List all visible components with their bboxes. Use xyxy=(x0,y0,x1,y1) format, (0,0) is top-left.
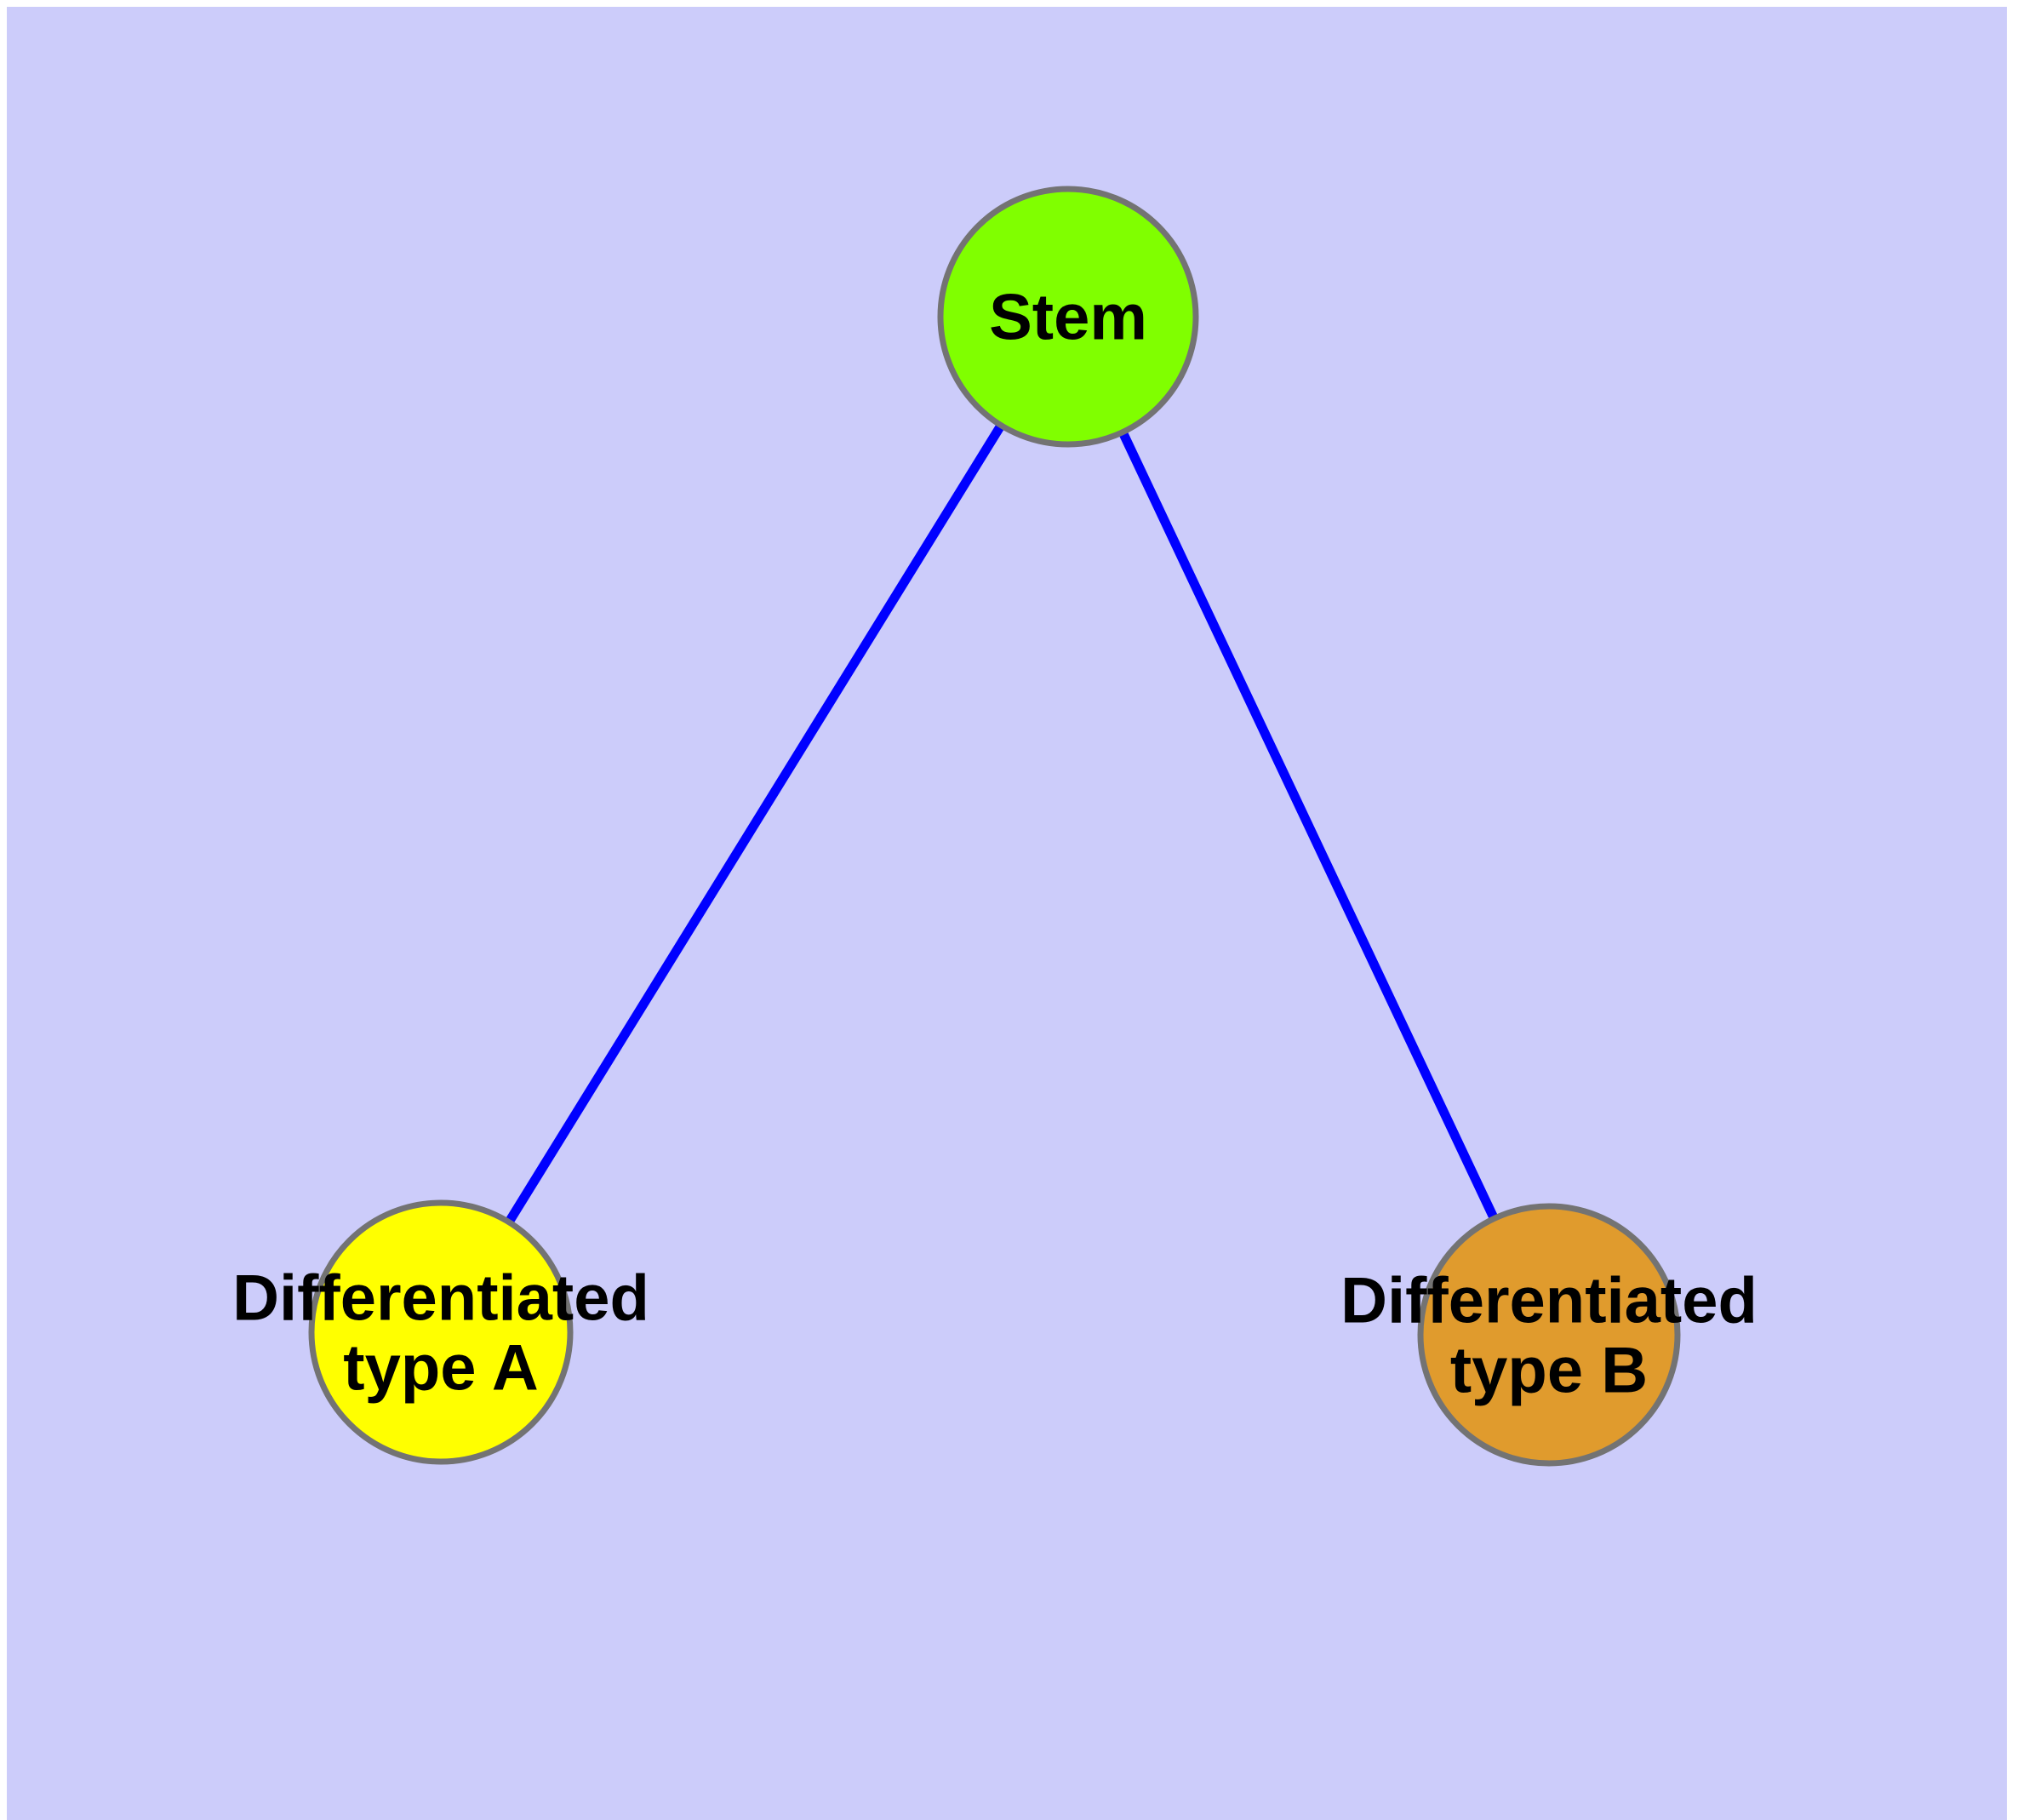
graph-node-label-line: type B xyxy=(1450,1335,1648,1407)
graph-node-diff_b[interactable] xyxy=(1417,1203,1681,1467)
graph-node-label-line: Differentiated xyxy=(232,1262,649,1335)
graph-node-diff_a[interactable] xyxy=(308,1199,574,1465)
edges-layer xyxy=(504,421,1500,1227)
graph-edge-stem-diff_a xyxy=(504,421,1006,1227)
graph-node-label-stem: Stem xyxy=(989,282,1147,354)
nodes-layer xyxy=(308,186,1681,1467)
graph-edge-stem-diff_b xyxy=(1117,428,1500,1222)
graph-node-stem[interactable] xyxy=(937,186,1199,448)
graph-node-label-line: Differentiated xyxy=(1340,1265,1758,1337)
graph-node-label-line: type A xyxy=(343,1332,538,1405)
graph-node-label-line: Stem xyxy=(989,282,1147,354)
